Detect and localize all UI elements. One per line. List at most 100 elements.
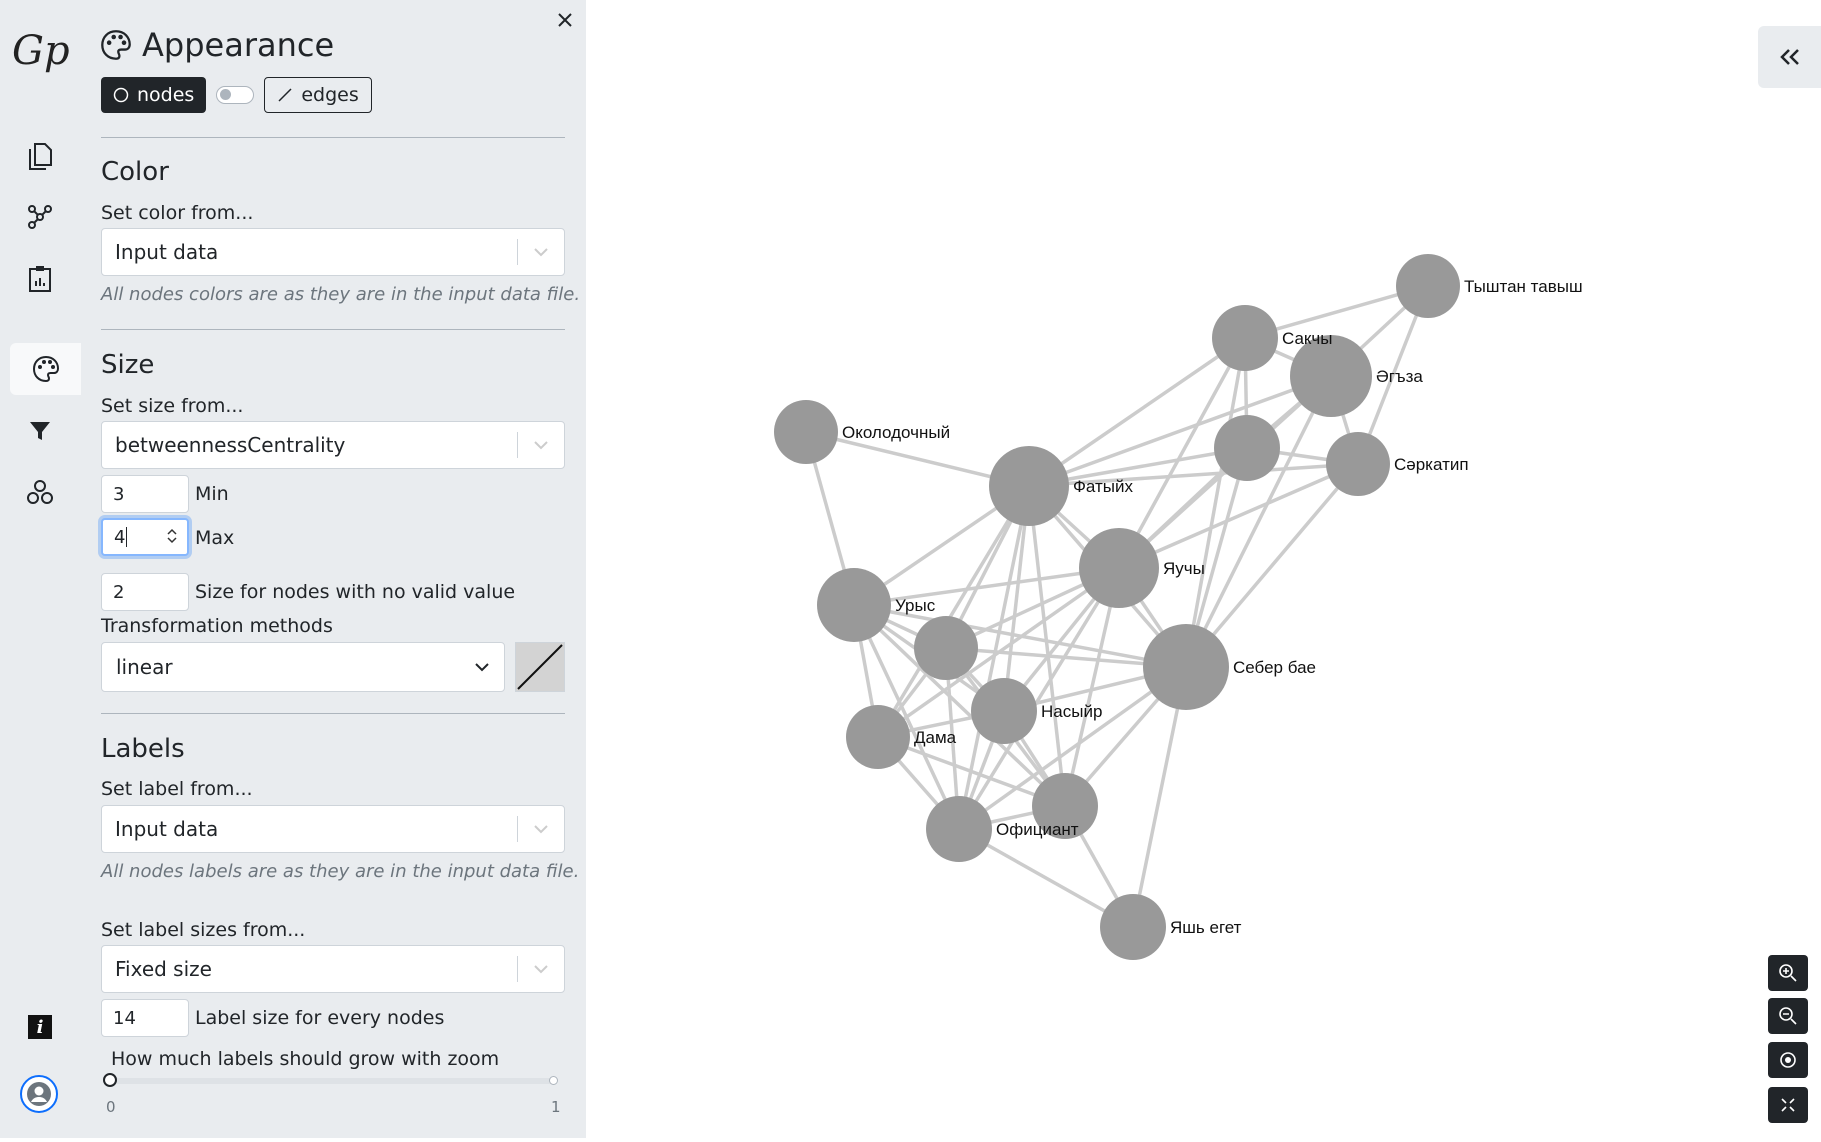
color-source-select[interactable]: Input data	[101, 228, 565, 276]
size-min-input[interactable]: 3	[101, 475, 189, 513]
size-heading: Size	[101, 350, 155, 380]
expand-panel-button[interactable]	[1758, 26, 1821, 88]
graph-node-label: Насыйр	[1041, 702, 1102, 721]
label-size-source-label: Set label sizes from...	[101, 919, 306, 941]
size-default-value: 2	[113, 581, 125, 603]
graph-node[interactable]	[971, 678, 1037, 744]
statistics-button[interactable]	[10, 253, 70, 305]
filter-icon	[30, 422, 50, 440]
graph-node-label: Урыс	[895, 596, 936, 615]
nodes-tab-button[interactable]: nodes	[101, 77, 207, 113]
graph-node-label: Официант	[996, 820, 1079, 839]
graph-edge	[876, 485, 1031, 738]
zoom-in-button[interactable]	[1768, 955, 1808, 991]
size-default-label: Size for nodes with no valid value	[195, 581, 516, 603]
labels-heading: Labels	[101, 734, 185, 764]
size-source-select[interactable]: betweennessCentrality	[101, 421, 565, 469]
graph-node[interactable]	[817, 568, 891, 642]
graph-edge	[1184, 462, 1360, 669]
graph-node[interactable]	[1212, 305, 1278, 371]
divider	[101, 713, 565, 714]
graph-node-label: Тыштан тавыш	[1464, 277, 1583, 296]
number-spinner[interactable]	[167, 528, 177, 544]
graph-node[interactable]	[846, 705, 910, 769]
chevron-down-icon	[518, 964, 564, 974]
appearance-button[interactable]	[10, 343, 81, 395]
circle-icon	[113, 87, 129, 103]
transform-select[interactable]: linear	[101, 642, 505, 692]
transform-preview	[515, 642, 565, 692]
graph-svg[interactable]: Тыштан тавышСакчыӘгъзаОколодочныйСәркати…	[586, 0, 1821, 1138]
graph-node[interactable]	[774, 400, 838, 464]
graph-edge	[1027, 485, 1067, 807]
file-button[interactable]	[10, 131, 70, 183]
spin-down-icon	[167, 537, 177, 544]
panel-title: Appearance	[100, 26, 334, 64]
graph-node[interactable]	[1079, 528, 1159, 608]
size-max-value: 4	[114, 526, 126, 548]
graph-edge	[1184, 337, 1247, 668]
size-source-label: Set size from...	[101, 395, 244, 417]
graph-edge	[957, 665, 1188, 831]
slider-end-mark	[549, 1076, 558, 1085]
size-max-input[interactable]: 4	[101, 518, 189, 556]
graph-edge	[1118, 462, 1359, 570]
slider-thumb[interactable]	[103, 1073, 117, 1087]
zoom-growth-label: How much labels should grow with zoom	[111, 1048, 500, 1070]
nodes-edges-switch[interactable]	[216, 86, 255, 104]
label-source-select[interactable]: Input data	[101, 805, 565, 853]
graph-node[interactable]	[914, 616, 978, 680]
edges-tab-label: edges	[301, 84, 359, 106]
graph-node[interactable]	[1396, 254, 1460, 318]
graph-node[interactable]	[1143, 624, 1229, 710]
gephi-logo[interactable]: Gp	[12, 28, 70, 74]
graph-edge	[958, 827, 1134, 929]
graph-edge	[1028, 374, 1332, 488]
center-view-button[interactable]	[1768, 1042, 1808, 1078]
size-default-input[interactable]: 2	[101, 573, 189, 611]
user-avatar[interactable]	[20, 1075, 58, 1113]
size-min-label: Min	[195, 483, 229, 505]
zoom-growth-slider[interactable]	[111, 1078, 556, 1084]
info-icon[interactable]: i	[28, 1015, 52, 1039]
text-caret	[126, 527, 128, 547]
zoom-out-button[interactable]	[1768, 998, 1808, 1034]
filter-button[interactable]	[10, 405, 70, 457]
graph-node-label: Сакчы	[1282, 329, 1332, 348]
label-size-select[interactable]: Fixed size	[101, 945, 565, 993]
close-icon	[558, 13, 572, 27]
edges-tab-button[interactable]: edges	[264, 77, 372, 113]
transform-value: linear	[116, 655, 173, 679]
graph-node[interactable]	[1326, 432, 1390, 496]
graph-icon	[28, 205, 52, 229]
graph-node[interactable]	[1290, 335, 1372, 417]
sidebar-rail: Gp i	[0, 0, 82, 1138]
graph-node[interactable]	[1100, 894, 1166, 960]
graph-node[interactable]	[926, 796, 992, 862]
panel-title-text: Appearance	[142, 26, 335, 64]
slider-max-label: 1	[551, 1098, 561, 1116]
select-separator	[517, 816, 518, 842]
graph-edge	[853, 603, 1187, 669]
graph-node[interactable]	[989, 446, 1069, 526]
graph-button[interactable]	[10, 191, 70, 243]
fullscreen-button[interactable]	[1768, 1087, 1808, 1123]
layout-button[interactable]	[10, 466, 70, 518]
graph-edge	[852, 604, 961, 830]
graph-node[interactable]	[1032, 773, 1098, 839]
slider-min-label: 0	[106, 1098, 116, 1116]
select-separator	[517, 432, 518, 458]
appearance-icon	[32, 355, 59, 383]
graph-node-label: Сәркатип	[1394, 455, 1469, 474]
nodes-edges-toggle: nodes edges	[101, 77, 372, 113]
label-fixed-size-input[interactable]: 14	[101, 999, 189, 1037]
file-icon	[29, 143, 52, 170]
spin-up-icon	[167, 528, 177, 535]
color-source-value: Input data	[115, 240, 219, 264]
layout-icon	[27, 480, 53, 504]
close-panel-button[interactable]	[553, 8, 577, 32]
graph-node[interactable]	[1214, 415, 1280, 481]
graph-edge	[853, 566, 1120, 607]
double-chevron-left-icon	[1779, 49, 1799, 65]
